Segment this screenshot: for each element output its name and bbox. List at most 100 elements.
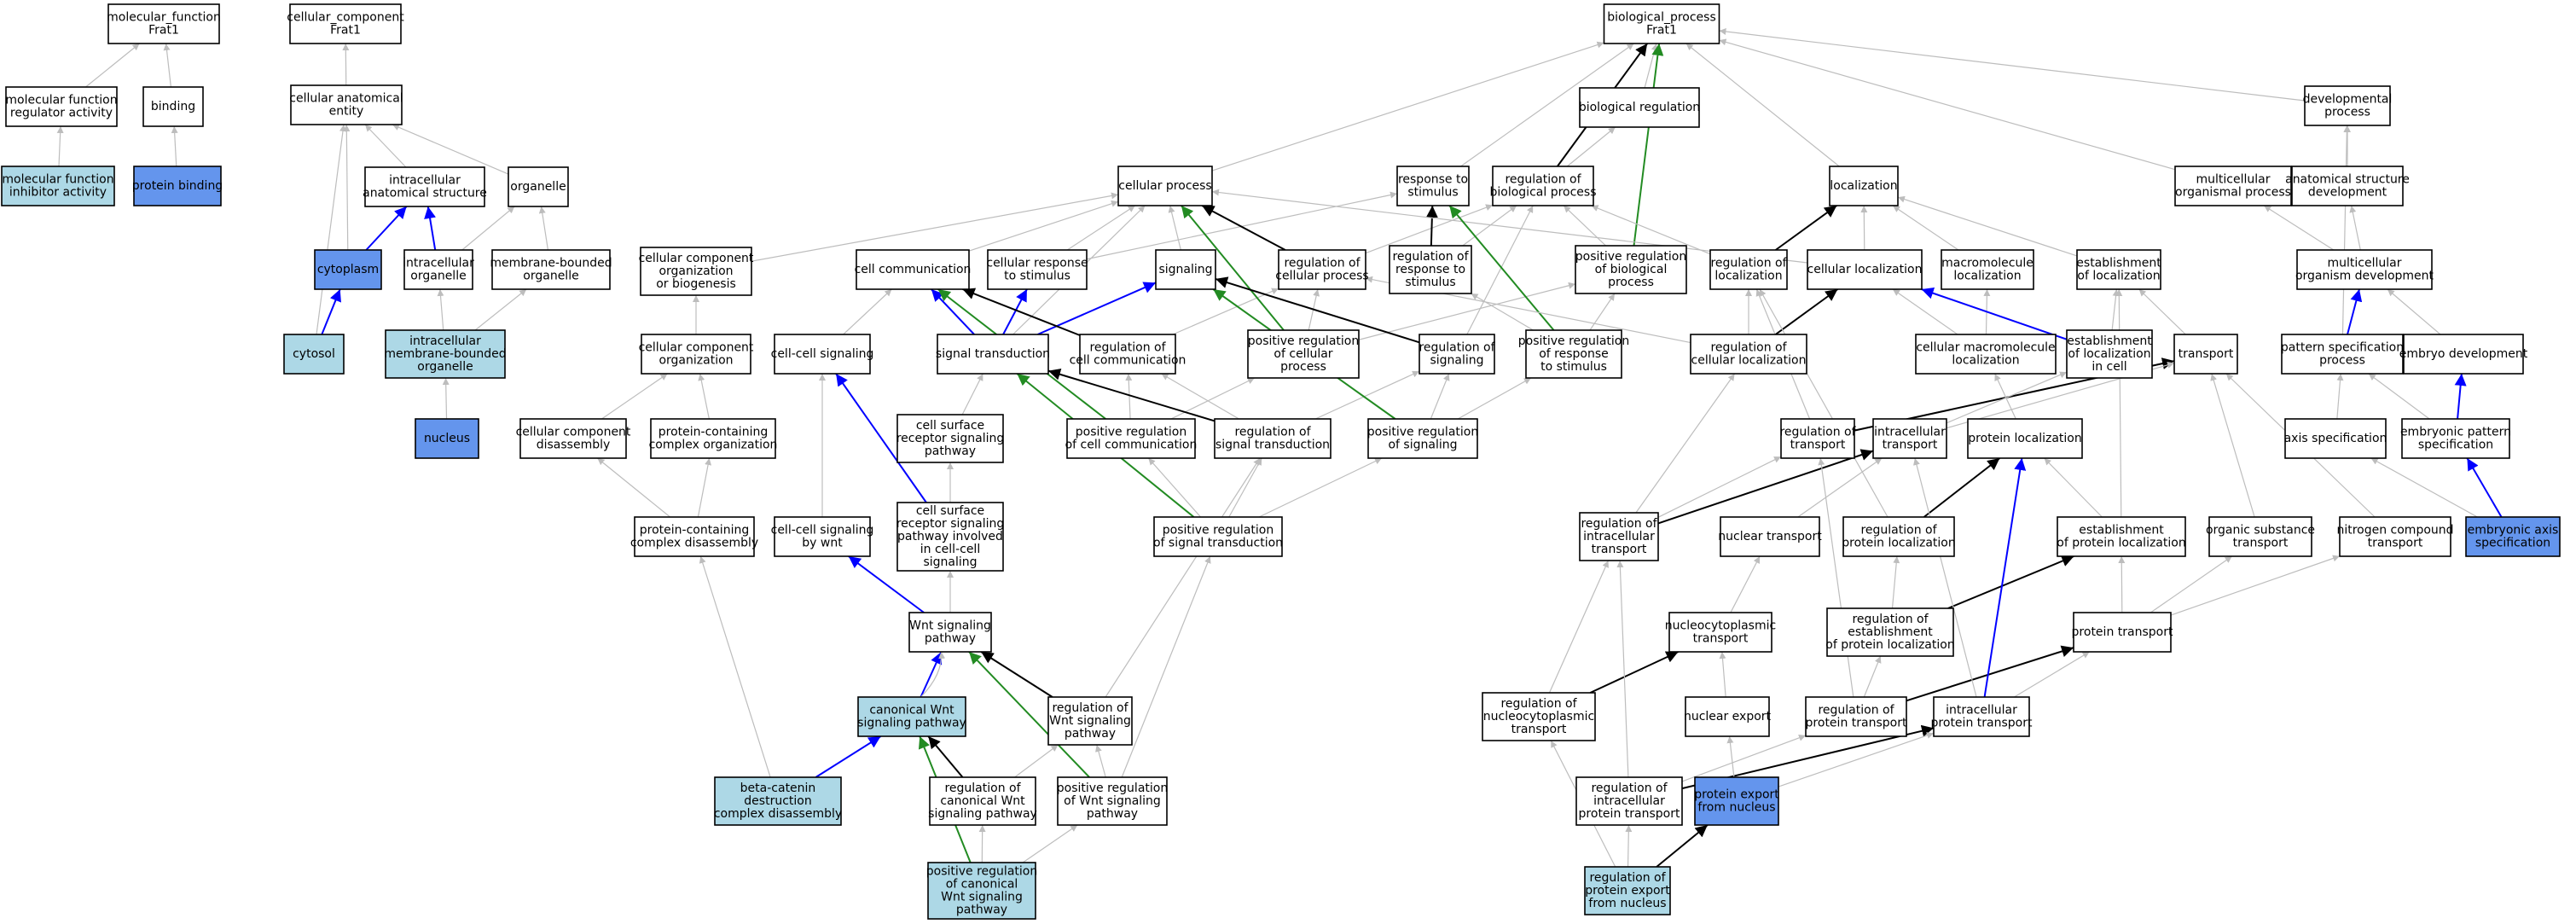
edge-is-a-posregresp-to-posregbp [1589,293,1616,331]
go-term-node-cellcomm[interactable]: cell communication [855,249,972,290]
go-term-node-cytosol[interactable]: cytosol [283,334,345,375]
edge-regulates-regintratrans-to-intratransport [1657,449,1874,525]
go-term-node-localization[interactable]: localization [1829,166,1899,206]
go-term-node-sigtrans[interactable]: signal transduction [936,334,1050,375]
go-term-node-bioreg[interactable]: biological regulation [1579,87,1700,128]
go-term-node-signaling[interactable]: signaling [1155,249,1216,290]
go-term-node-protloc[interactable]: protein localization [1967,418,2083,459]
go-term-node-axisspec[interactable]: axis specification [2284,418,2387,459]
go-term-node-binding[interactable]: binding [142,86,204,127]
edge-is-a-regsigtrans-to-regsig [1314,370,1420,420]
go-term-label-line: inhibitor activity [9,186,107,200]
go-term-node-cytoplasm[interactable]: cytoplasm [314,249,382,290]
go-term-node-cellloc[interactable]: cellular localization [1807,249,1923,290]
go-term-node-protbind[interactable]: protein binding [132,166,223,206]
go-term-label-line: Frat1 [1646,24,1677,38]
go-term-node-cellproc[interactable]: cellular process [1117,166,1213,206]
go-term-node-organelle[interactable]: organelle [508,166,569,207]
go-term-node-nucexport[interactable]: nuclear export [1684,696,1772,737]
edge-is-a-multidev-to-multiorg [2263,205,2335,251]
go-term-label-line: protein-containing [640,524,749,538]
go-term-node-nucleus[interactable]: nucleus [415,418,479,459]
go-term-node-ccsig[interactable]: cell-cell signaling [771,334,874,375]
go-term-node-prottrans[interactable]: protein transport [2072,612,2173,653]
edge-is-a-posregcanwnt-to-posregwnt [1022,824,1078,863]
go-term-label-line: nucleus [424,432,470,445]
edge-part-of-estlocincell-to-cellloc [1921,287,2068,340]
go-term-node-nuctrans[interactable]: nuclear transport [1718,516,1822,557]
go-term-label-line: intracellular [389,174,461,188]
edge-part-of-cytosol-to-cytoplasm [321,288,341,335]
go-term-node-transport[interactable]: transport [2173,334,2238,375]
go-term-node-embdev[interactable]: embryo development [2399,334,2528,375]
